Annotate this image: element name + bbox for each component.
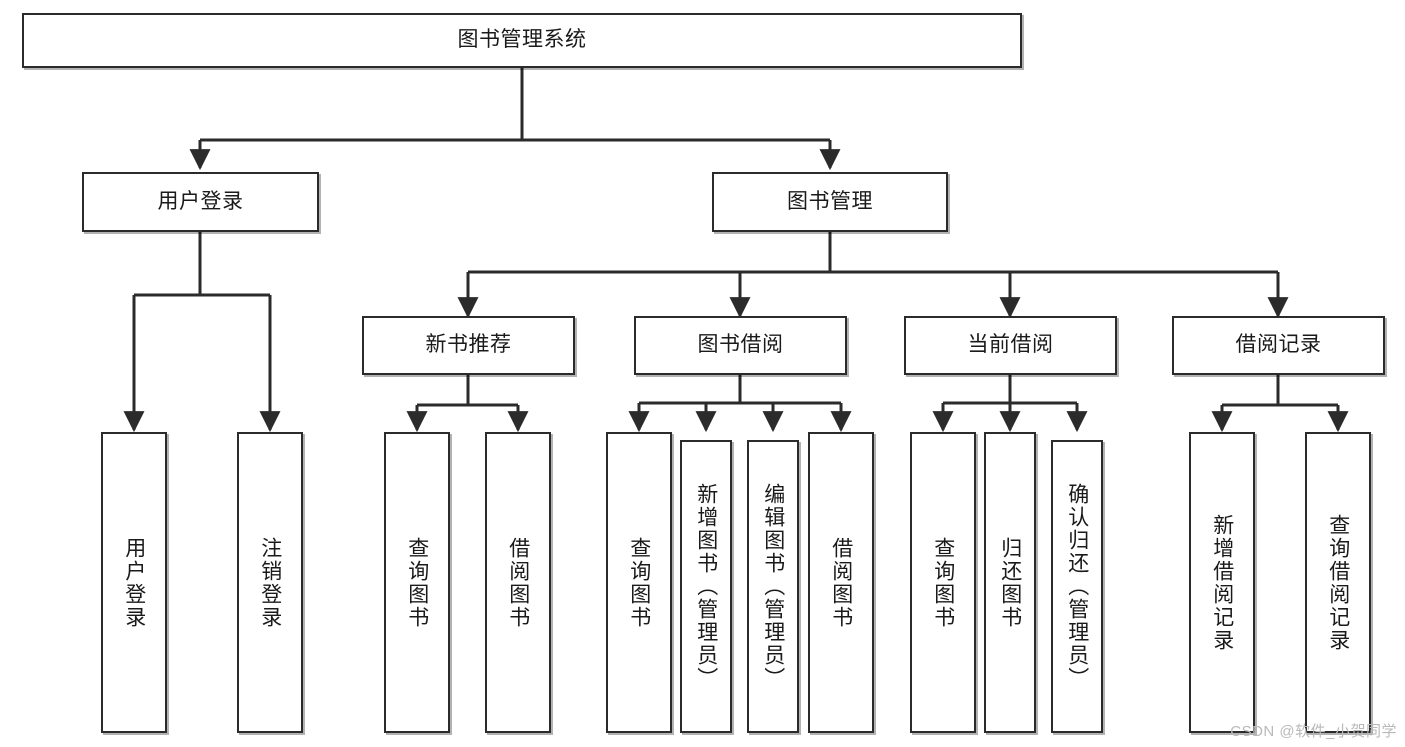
leaf-borrow-borrow-books-label: 借阅图书 (829, 536, 853, 629)
node-new-book-recommend-label: 新书推荐 (425, 333, 512, 357)
node-current-borrow[interactable]: 当前借阅 (904, 316, 1117, 375)
node-book-management-label: 图书管理 (787, 189, 873, 213)
leaf-logout-label: 注销登录 (258, 536, 282, 629)
leaf-borrow-add-book-admin[interactable]: 新增图书（管理员） (680, 440, 732, 733)
leaf-user-login[interactable]: 用户登录 (101, 432, 167, 733)
node-root[interactable]: 图书管理系统 (22, 13, 1022, 68)
leaf-borrow-query-books-label: 查询图书 (627, 536, 651, 629)
leaf-record-add-borrow-record-label: 新增借阅记录 (1210, 513, 1234, 652)
leaf-current-confirm-return-admin[interactable]: 确认归还（管理员） (1051, 440, 1103, 733)
leaf-current-return-books-label: 归还图书 (998, 536, 1022, 629)
leaf-borrow-query-books[interactable]: 查询图书 (606, 432, 672, 733)
leaf-user-login-label: 用户登录 (122, 536, 146, 629)
leaf-record-query-borrow-record[interactable]: 查询借阅记录 (1305, 432, 1371, 733)
node-book-borrow[interactable]: 图书借阅 (634, 316, 847, 375)
node-root-label: 图书管理系统 (457, 28, 587, 52)
csdn-watermark: CSDN @软件_小贺同学 (1230, 723, 1397, 740)
leaf-newbook-borrow-books[interactable]: 借阅图书 (485, 432, 551, 733)
leaf-current-confirm-return-admin-label: 确认归还（管理员） (1065, 483, 1089, 690)
node-new-book-recommend[interactable]: 新书推荐 (362, 316, 575, 375)
leaf-current-return-books[interactable]: 归还图书 (984, 432, 1036, 733)
node-borrow-record-label: 借阅记录 (1235, 333, 1322, 357)
leaf-record-query-borrow-record-label: 查询借阅记录 (1326, 513, 1350, 652)
node-user-login[interactable]: 用户登录 (82, 172, 319, 232)
node-borrow-record[interactable]: 借阅记录 (1172, 316, 1385, 375)
node-book-management[interactable]: 图书管理 (712, 172, 948, 232)
node-user-login-label: 用户登录 (157, 189, 244, 213)
node-book-borrow-label: 图书借阅 (697, 333, 784, 357)
leaf-newbook-borrow-books-label: 借阅图书 (506, 536, 530, 629)
leaf-logout[interactable]: 注销登录 (237, 432, 303, 733)
leaf-newbook-query-books[interactable]: 查询图书 (384, 432, 450, 733)
leaf-record-add-borrow-record[interactable]: 新增借阅记录 (1189, 432, 1255, 733)
leaf-borrow-add-book-admin-label: 新增图书（管理员） (694, 483, 718, 690)
leaf-borrow-edit-book-admin[interactable]: 编辑图书（管理员） (747, 440, 799, 733)
leaf-borrow-borrow-books[interactable]: 借阅图书 (808, 432, 874, 733)
leaf-borrow-edit-book-admin-label: 编辑图书（管理员） (761, 483, 785, 690)
leaf-newbook-query-books-label: 查询图书 (405, 536, 429, 629)
leaf-current-query-books-label: 查询图书 (931, 536, 955, 629)
node-current-borrow-label: 当前借阅 (967, 333, 1054, 357)
leaf-current-query-books[interactable]: 查询图书 (910, 432, 976, 733)
